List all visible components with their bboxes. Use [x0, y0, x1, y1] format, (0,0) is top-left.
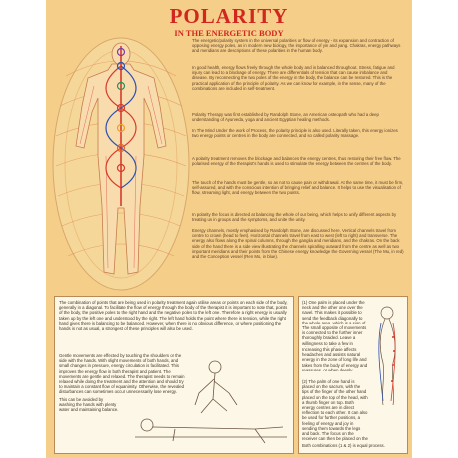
right-panel-step-1: (1) One palm is placed under the neck an…	[302, 300, 366, 324]
intro-paragraph: The energetic/polarity system in the uni…	[192, 38, 401, 54]
right-panel-step-2: (2) The palm of one hand is placed on th…	[302, 379, 368, 441]
page-subtitle: IN THE ENERGETIC BODY	[174, 28, 284, 38]
left-panel-caption: This can be avoided by washing the hands…	[59, 397, 119, 413]
treatment-paragraph: A polarity treatment removes the blockag…	[192, 156, 401, 167]
right-panel: (1) One palm is placed under the neck an…	[298, 296, 408, 454]
health-paragraph: In good health, energy flows freely thro…	[192, 65, 395, 91]
right-panel-step-1b: The small opposite of movements is conne…	[302, 325, 367, 347]
right-panel-footer: Both combinations (1 & 2) is equal proce…	[302, 443, 385, 448]
right-panel-step-1c: Increasing this phase affects headaches …	[302, 347, 368, 371]
history-paragraph: Polarity Therapy was first established b…	[192, 112, 379, 123]
focus-paragraph: In polarity the focus is directed at bal…	[192, 212, 397, 223]
meridian-side-figure	[378, 306, 396, 406]
left-panel-text-2: Gentle movements are effected by touchin…	[59, 353, 185, 395]
poster: POLARITY IN THE ENERGETIC BODY	[46, 0, 412, 458]
touch-paragraph: The touch of the hands must be gentle, s…	[192, 180, 404, 196]
left-panel-text: The combination of points that are being…	[59, 300, 288, 332]
energy-body-figure	[52, 37, 190, 291]
principle-paragraph: In The Mind Under the work of Process, t…	[192, 128, 398, 139]
treatment-illustration	[135, 360, 287, 444]
left-panel: The combination of points that are being…	[54, 296, 294, 454]
channels-paragraph: Energy channels, mostly emphasised by Ra…	[192, 228, 404, 260]
page-title: POLARITY	[169, 4, 289, 28]
